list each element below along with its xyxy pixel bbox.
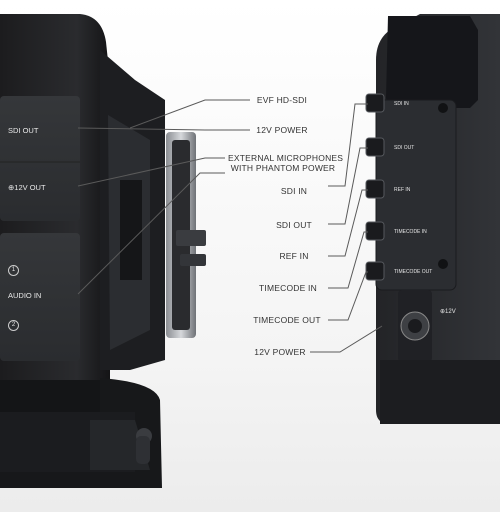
callout-sdi-in: SDI IN <box>280 186 308 196</box>
callout-sdi-out: SDI OUT <box>276 220 312 230</box>
callout-12v-power-right: 12V POWER <box>254 347 306 357</box>
right-12v-label: ⊕12V <box>440 309 456 315</box>
audio-ch2-label: 2 <box>8 320 19 331</box>
video-panel <box>0 96 80 221</box>
right-sdi-out-label: SDI OUT <box>394 145 415 151</box>
callout-ref-in: REF IN <box>279 251 309 261</box>
callout-timecode-out: TIMECODE OUT <box>253 315 321 325</box>
callout-mic-line1: EXTERNAL MICROPHONES <box>228 153 344 163</box>
left-audio-in-label: AUDIO IN <box>8 291 42 300</box>
leader-lines <box>77 99 383 353</box>
right-sdi-in-label: SDI IN <box>394 101 409 107</box>
right-camera-body <box>365 14 500 424</box>
left-12v-out-label: ⊕12V OUT <box>8 183 46 192</box>
right-ref-in-label: REF IN <box>394 187 411 193</box>
callout-evf-hd-sdi: EVF HD-SDI <box>256 95 308 105</box>
callout-12v-power-left: 12V POWER <box>256 125 308 135</box>
left-sdi-out-label: SDI OUT <box>8 126 39 135</box>
audio-ch1-label: 1 <box>8 265 19 276</box>
right-timecode-in-label: TIMECODE IN <box>394 229 427 235</box>
audio-panel <box>0 233 80 361</box>
bnc-connectors <box>365 93 385 281</box>
left-camera-body <box>0 14 206 488</box>
callout-timecode-in: TIMECODE IN <box>259 283 317 293</box>
right-timecode-out-label: TIMECODE OUT <box>394 269 433 275</box>
callout-mic-line2: WITH PHANTOM POWER <box>230 163 336 173</box>
